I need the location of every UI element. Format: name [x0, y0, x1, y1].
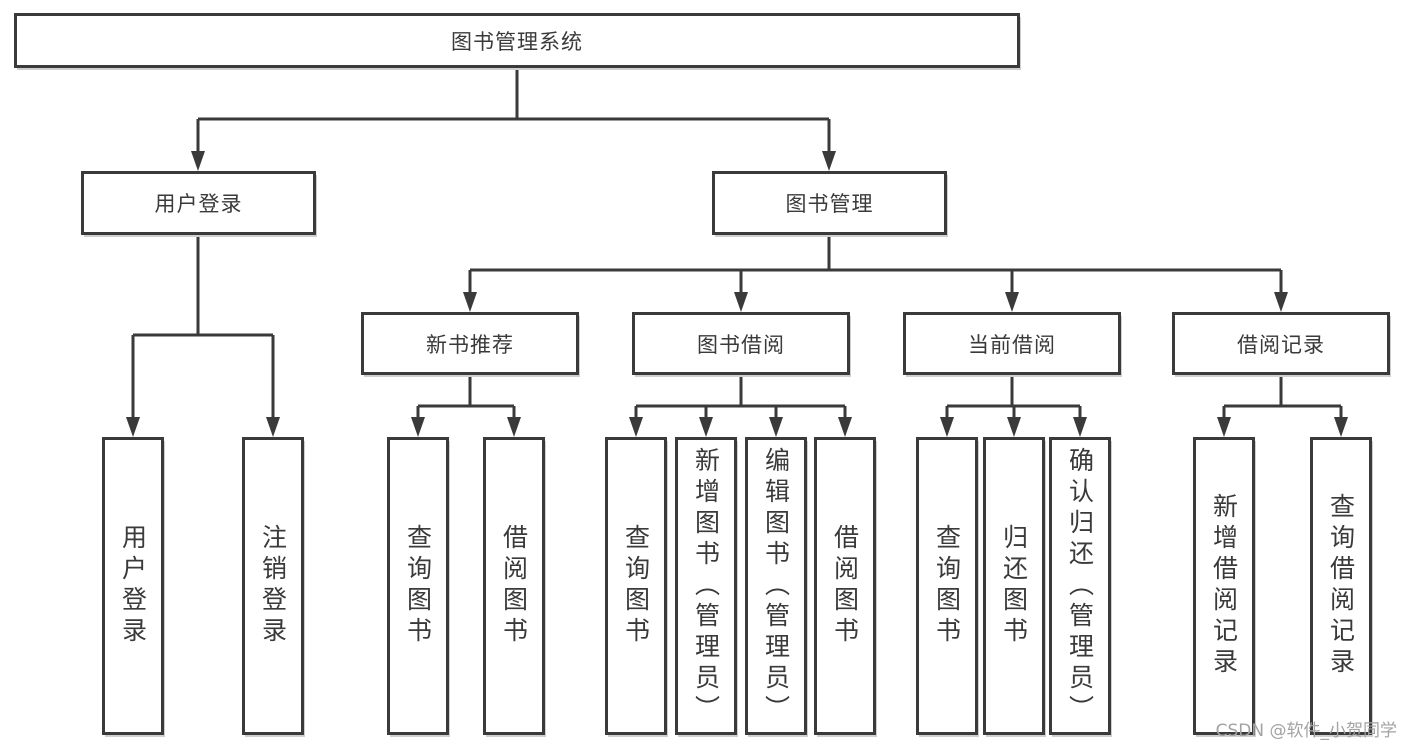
- arrowhead-icon: [1007, 417, 1021, 437]
- node-root-library-system: 图书管理系统: [14, 13, 1020, 68]
- node-label: 用户登录: [154, 192, 243, 216]
- arrowhead-icon: [411, 417, 425, 437]
- node-label: 借阅记录: [1237, 332, 1325, 357]
- node-label: 编辑图书（管理员）: [761, 446, 791, 726]
- node-borrow-record: 借阅记录: [1172, 312, 1390, 375]
- leaf-record-add-record: 新增借阅记录: [1193, 437, 1255, 735]
- connector-book-borrow-children: [629, 375, 852, 437]
- leaf-user-login: 用户登录: [102, 437, 164, 735]
- connector-root-to-level1: [191, 68, 836, 171]
- arrowhead-icon: [940, 417, 954, 437]
- node-label: 借阅图书: [499, 524, 529, 648]
- node-label: 查询图书: [403, 524, 433, 648]
- connector-path: [468, 235, 1283, 294]
- node-label: 归还图书: [999, 524, 1029, 648]
- connector-path: [131, 235, 275, 419]
- leaf-newbook-borrow-book: 借阅图书: [483, 437, 545, 735]
- node-label: 确认归还（管理员）: [1065, 446, 1095, 726]
- node-label: 新书推荐: [426, 332, 514, 357]
- node-label: 新增图书（管理员）: [691, 446, 721, 726]
- connector-path: [416, 375, 516, 419]
- node-label: 当前借阅: [968, 332, 1056, 357]
- leaf-borrow-edit-book-admin: 编辑图书（管理员）: [745, 437, 807, 735]
- arrowhead-icon: [1073, 417, 1087, 437]
- node-label: 用户登录: [118, 524, 148, 648]
- leaf-current-confirm-return-admin: 确认归还（管理员）: [1049, 437, 1111, 735]
- node-book-borrow: 图书借阅: [632, 312, 850, 375]
- node-user-login: 用户登录: [81, 171, 316, 235]
- leaf-borrow-add-book-admin: 新增图书（管理员）: [675, 437, 737, 735]
- arrowhead-icon: [507, 417, 521, 437]
- node-label: 查询图书: [932, 524, 962, 648]
- connector-borrow-record-children: [1217, 375, 1348, 437]
- arrowhead-icon: [266, 417, 280, 437]
- arrowhead-icon: [699, 417, 713, 437]
- leaf-current-query-book: 查询图书: [916, 437, 978, 735]
- watermark: CSDN @软件_小贺同学: [1215, 721, 1397, 741]
- leaf-logout: 注销登录: [242, 437, 304, 735]
- node-label: 查询图书: [621, 524, 651, 648]
- arrowhead-icon: [1005, 292, 1019, 312]
- arrowhead-icon: [629, 417, 643, 437]
- arrowhead-icon: [838, 417, 852, 437]
- connector-path: [196, 68, 831, 153]
- leaf-newbook-query-book: 查询图书: [387, 437, 449, 735]
- arrowhead-icon: [126, 417, 140, 437]
- node-label: 查询借阅记录: [1326, 493, 1356, 679]
- arrowhead-icon: [191, 151, 205, 171]
- arrowhead-icon: [1334, 417, 1348, 437]
- arrowhead-icon: [463, 292, 477, 312]
- connector-path: [1222, 375, 1343, 419]
- node-label: 图书借阅: [697, 332, 785, 357]
- node-label: 图书管理系统: [451, 29, 583, 54]
- leaf-current-return-book: 归还图书: [983, 437, 1045, 735]
- leaf-borrow-borrow-book: 借阅图书: [814, 437, 876, 735]
- node-book-management: 图书管理: [712, 171, 947, 235]
- arrowhead-icon: [769, 417, 783, 437]
- node-label: 图书管理: [785, 192, 874, 216]
- connector-current-borrow-children: [940, 375, 1087, 437]
- arrowhead-icon: [822, 151, 836, 171]
- connector-path: [945, 375, 1082, 419]
- node-label: 借阅图书: [830, 524, 860, 648]
- arrowhead-icon: [734, 292, 748, 312]
- arrowhead-icon: [1217, 417, 1231, 437]
- arrowhead-icon: [1274, 292, 1288, 312]
- node-new-book-recommend: 新书推荐: [361, 312, 579, 375]
- connector-book-mgmt-children: [463, 235, 1288, 312]
- node-label: 注销登录: [258, 524, 288, 648]
- connector-path: [634, 375, 847, 419]
- node-label: 新增借阅记录: [1209, 493, 1239, 679]
- leaf-record-query-record: 查询借阅记录: [1310, 437, 1372, 735]
- leaf-borrow-query-book: 查询图书: [605, 437, 667, 735]
- node-current-borrow: 当前借阅: [903, 312, 1121, 375]
- connector-user-login-children: [126, 235, 280, 437]
- connector-new-book-children: [411, 375, 521, 437]
